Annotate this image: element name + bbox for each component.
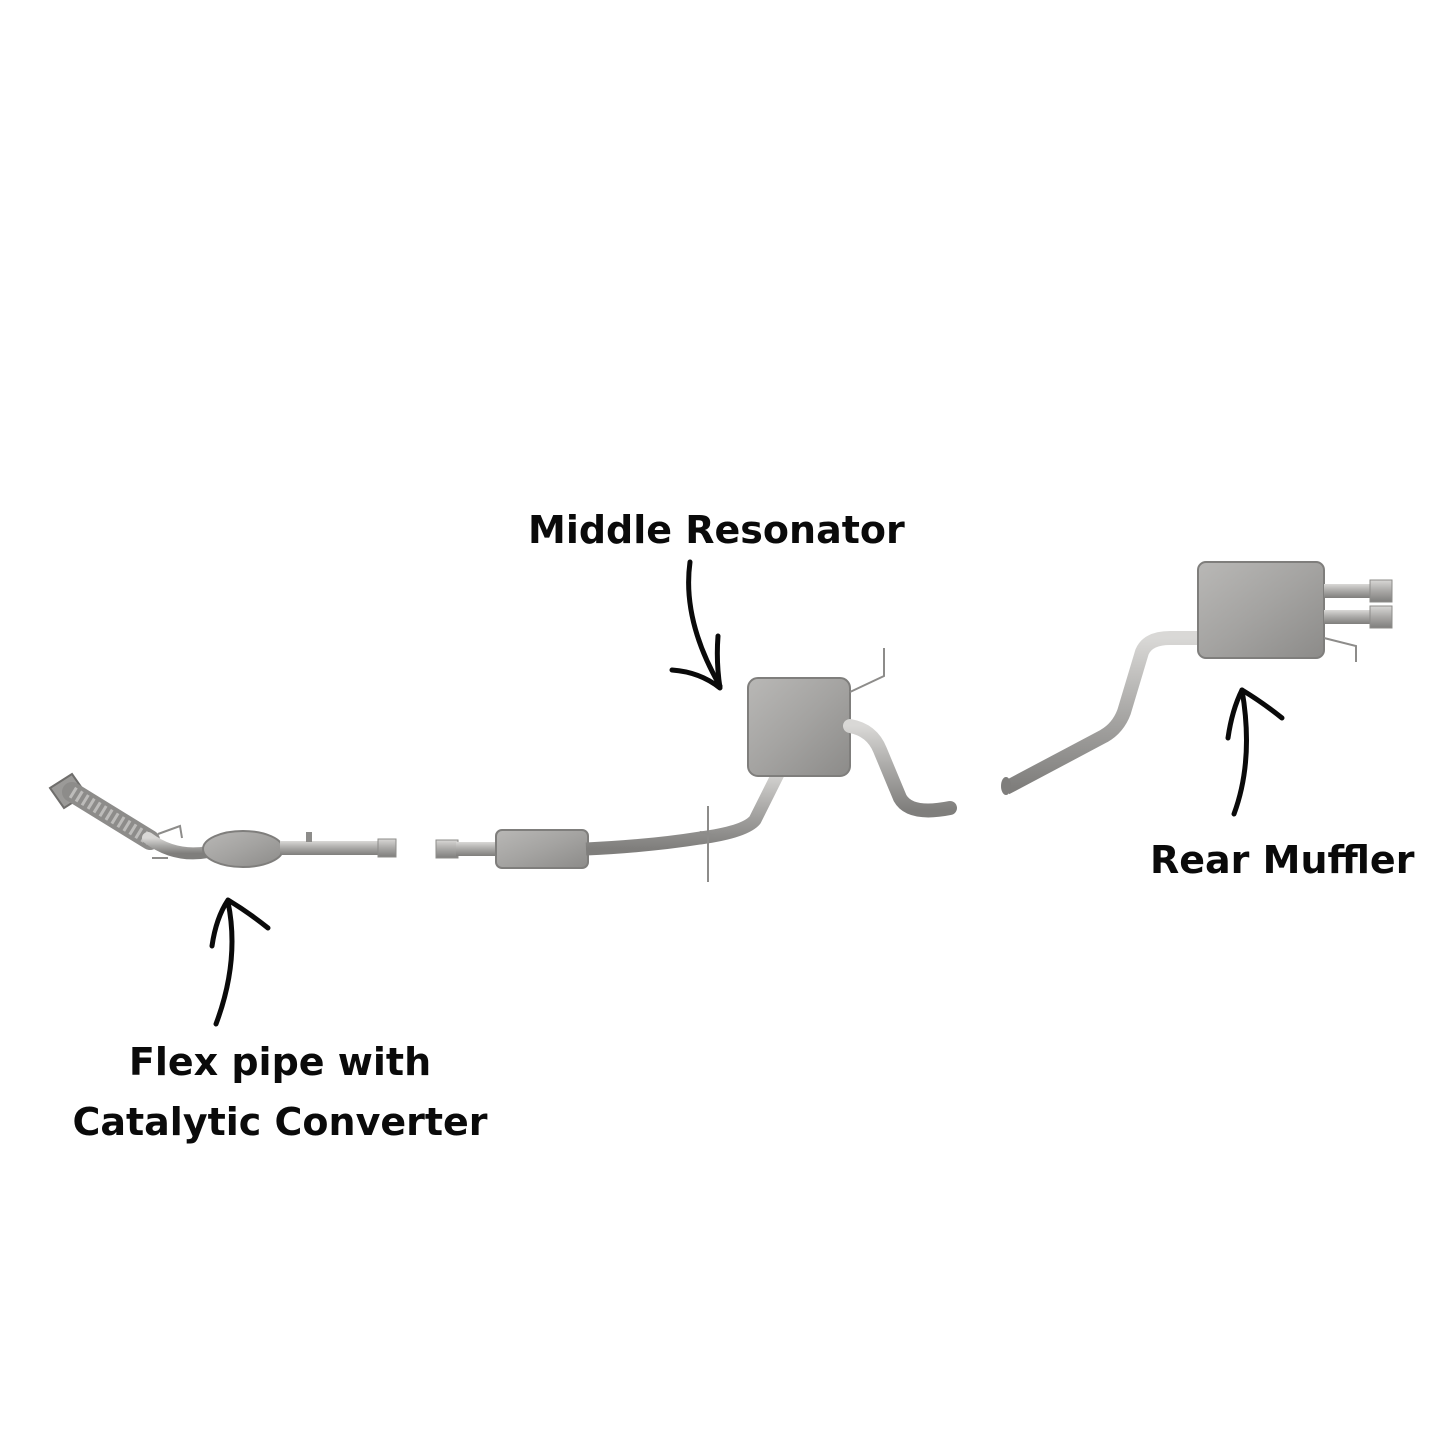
inline-resonator (495, 829, 589, 869)
rear-muffler-section (1001, 561, 1393, 795)
outlet-pipe (280, 841, 380, 855)
curved-arrow-down-icon (669, 559, 723, 691)
middle-resonator-label: Middle Resonator (528, 508, 905, 552)
exhaust-tip-upper (1369, 579, 1393, 603)
flex-pipe-catalytic-converter (48, 772, 397, 868)
inlet-pipe (142, 832, 214, 860)
middle-resonator-box (747, 677, 851, 777)
exhaust-tip-lower (1369, 605, 1393, 629)
flex-pipe-label: Flex pipe with Catalytic Converter (40, 1032, 520, 1152)
rear-muffler-label: Rear Muffler (1150, 838, 1415, 882)
curved-arrow-up-icon (1225, 687, 1285, 817)
resonator-outlet-pipe (843, 719, 957, 818)
catalytic-converter-body (202, 830, 284, 868)
rear-muffler-box (1197, 561, 1325, 659)
muffler-inlet-pipe (1002, 631, 1200, 795)
connecting-pipe (585, 767, 786, 856)
flex-pipe-label-line2: Catalytic Converter (72, 1100, 488, 1144)
middle-resonator-section (435, 648, 957, 882)
curved-arrow-up-icon (209, 897, 271, 1027)
flex-pipe-label-line1: Flex pipe with (128, 1040, 432, 1084)
